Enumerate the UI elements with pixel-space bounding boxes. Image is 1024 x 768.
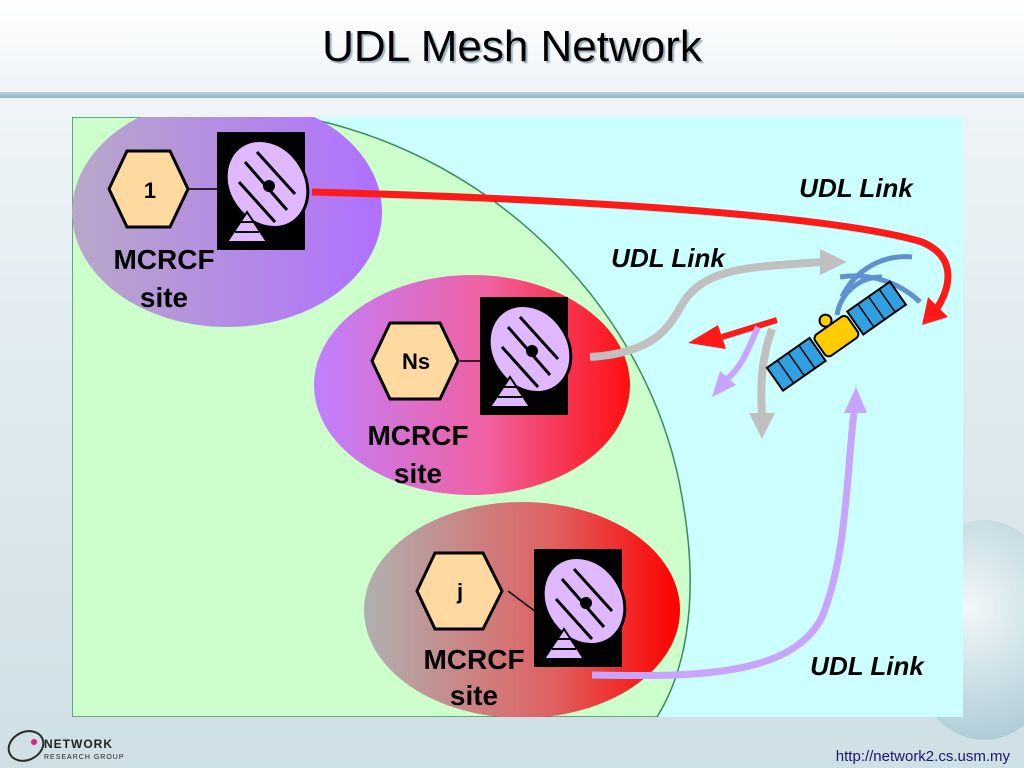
slide-title: UDL Mesh Network [322, 22, 702, 71]
site-ns-label: MCRCF [367, 420, 468, 451]
network-research-group-logo: NETWORK RESEARCH GROUP [7, 730, 125, 762]
link-label-top: UDL Link [799, 173, 914, 203]
link-purple [591, 325, 867, 680]
link-label-bottom: UDL Link [810, 651, 925, 681]
site-1-label-line2: site [140, 282, 188, 313]
link-label-middle: UDL Link [611, 243, 726, 273]
site-j-label: MCRCF [423, 644, 524, 675]
mesh-diagram: 1 Ns j MCRCF site MCRCF site MCRCF site [72, 117, 963, 717]
logo-sub-text: RESEARCH GROUP [44, 754, 125, 761]
logo-main-text: NETWORK [44, 737, 113, 751]
site-ns-node: Ns [370, 321, 460, 401]
header-rule [0, 92, 1024, 98]
site-ns-id: Ns [402, 349, 430, 374]
site-1-label: MCRCF [113, 244, 214, 275]
link-red [311, 188, 952, 349]
site-1-id: 1 [144, 178, 156, 203]
site-j-node: j [415, 551, 504, 631]
link-gray [589, 249, 847, 439]
site-ns-region [314, 275, 630, 495]
site-j-region [364, 502, 680, 717]
site-j-label-line2: site [450, 680, 498, 711]
site-ns-label-line2: site [394, 458, 442, 489]
site-j-id: j [456, 579, 463, 604]
slide-header [0, 0, 1024, 92]
satellite-icon [765, 254, 922, 393]
footer-url[interactable]: http://network2.cs.usm.my [835, 748, 1010, 765]
site-1-node: 1 [107, 149, 190, 229]
